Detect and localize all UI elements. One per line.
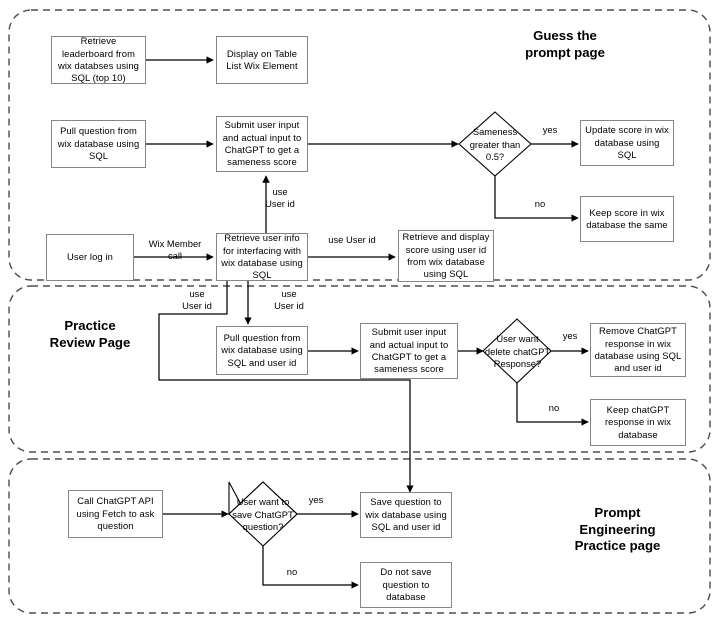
node-retrieve-display-score-label: Retrieve and display score using user id… — [402, 231, 490, 280]
node-pull-question-userid-label: Pull question from wix database using SQ… — [221, 331, 303, 368]
node-pull-question-userid[interactable]: Pull question from wix database using SQ… — [216, 326, 308, 375]
node-update-score-label: Update score in wix database using SQL — [585, 124, 669, 161]
node-submit-input-guess[interactable]: Submit user input and actual input to Ch… — [216, 116, 308, 172]
edge-label-no-sameness: no — [534, 198, 546, 209]
node-retrieve-user-info[interactable]: Retrieve user info for interfacing with … — [216, 232, 308, 281]
node-delete-decision-shape — [482, 318, 552, 384]
node-keep-chatgpt-response-label: Keep chatGPT response in wix database — [604, 403, 672, 440]
node-retrieve-display-score[interactable]: Retrieve and display score using user id… — [398, 230, 494, 282]
edge-label-use-userid-left: use User id — [182, 288, 212, 311]
edge-save-no — [262, 546, 359, 589]
node-save-question[interactable]: Save question to wix database using SQL … — [360, 492, 452, 538]
node-update-score[interactable]: Update score in wix database using SQL — [580, 120, 674, 166]
node-remove-chatgpt-response-label: Remove ChatGPT response in wix database … — [594, 325, 682, 374]
edge-delete-no — [516, 383, 589, 426]
group-container-prompt — [8, 458, 711, 614]
edge-label-use-userid-guess: use User id — [265, 186, 295, 209]
node-keep-score-label: Keep score in wix database the same — [586, 206, 668, 230]
node-display-table-list-label: Display on Table List Wix Element — [226, 47, 298, 71]
edge-label-no-delete: no — [548, 402, 560, 413]
node-user-log-in-label: User log in — [67, 251, 113, 263]
edge-label-use-userid-practice: use User id — [274, 288, 304, 311]
node-do-not-save-question[interactable]: Do not save question to database — [360, 562, 452, 608]
edge-label-use-userid-right: use User id — [328, 234, 376, 245]
node-submit-input-practice-label: Submit user input and actual input to Ch… — [369, 326, 449, 375]
edge-label-wix-member-call: Wix Member call — [148, 238, 202, 261]
node-pull-question[interactable]: Pull question from wix database using SQ… — [51, 120, 146, 168]
group-container-practice — [8, 285, 711, 453]
node-submit-input-practice[interactable]: Submit user input and actual input to Ch… — [360, 323, 458, 379]
node-pull-question-label: Pull question from wix database using SQ… — [57, 125, 140, 162]
node-retrieve-leaderboard-label: Retrieve leaderboard from wix databses u… — [57, 35, 139, 84]
node-save-decision-shape-2 — [228, 481, 298, 547]
group-container-guess — [8, 9, 711, 281]
edge-label-yes-save: yes — [308, 494, 324, 505]
group-title-prompt: Prompt Engineering Practice page — [574, 505, 661, 553]
node-sameness-decision-shape — [458, 111, 532, 177]
edge-label-yes-sameness: yes — [542, 124, 558, 135]
node-remove-chatgpt-response[interactable]: Remove ChatGPT response in wix database … — [590, 323, 686, 377]
node-retrieve-user-info-label: Retrieve user info for interfacing with … — [221, 232, 303, 281]
node-user-log-in[interactable]: User log in — [46, 234, 134, 281]
group-title-practice: Practice Review Page — [49, 318, 131, 350]
edge-label-yes-delete: yes — [562, 330, 578, 341]
node-save-question-label: Save question to wix database using SQL … — [365, 496, 447, 533]
edge-sameness-no — [494, 176, 579, 222]
node-display-table-list[interactable]: Display on Table List Wix Element — [216, 36, 308, 84]
node-retrieve-leaderboard[interactable]: Retrieve leaderboard from wix databses u… — [51, 35, 146, 84]
node-do-not-save-question-label: Do not save question to database — [380, 566, 432, 603]
edge-label-no-save: no — [286, 566, 298, 577]
node-call-chatgpt-api[interactable]: Call ChatGPT API using Fetch to ask ques… — [68, 490, 163, 538]
group-title-guess: Guess the prompt page — [525, 28, 605, 60]
node-keep-chatgpt-response[interactable]: Keep chatGPT response in wix database — [590, 399, 686, 446]
node-call-chatgpt-api-label: Call ChatGPT API using Fetch to ask ques… — [76, 495, 155, 532]
node-submit-input-guess-label: Submit user input and actual input to Ch… — [222, 119, 302, 168]
node-keep-score[interactable]: Keep score in wix database the same — [580, 196, 674, 242]
edge-userinfo-to-save-question — [158, 281, 414, 493]
